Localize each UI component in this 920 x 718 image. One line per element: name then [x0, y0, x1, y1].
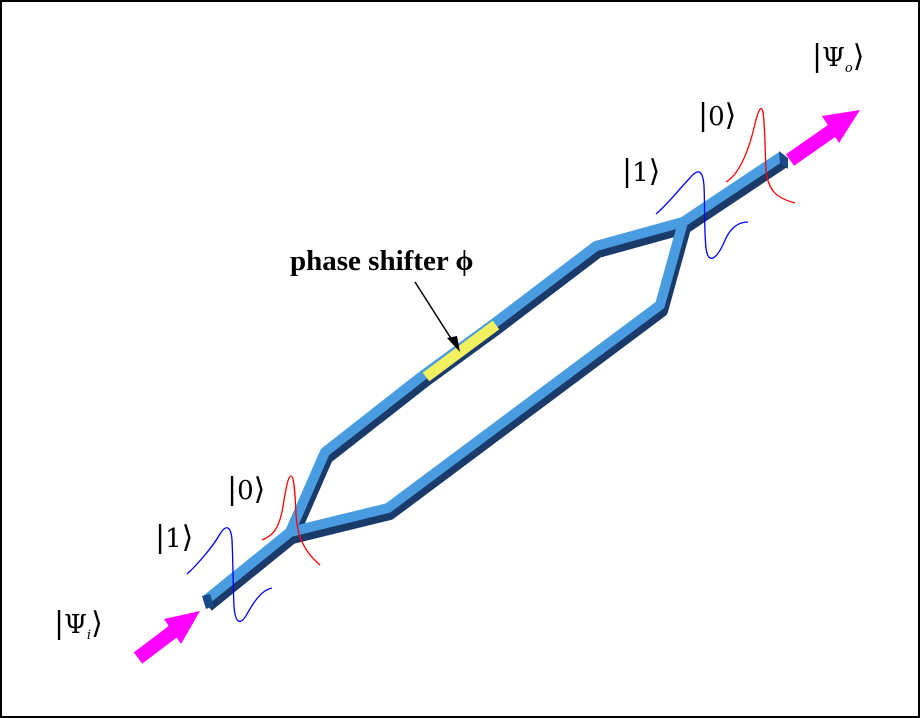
phase-shifter-pointer: [414, 281, 460, 352]
ket-one-output: |1⟩: [622, 157, 660, 187]
ket-bar: |: [698, 98, 709, 133]
phase-shifter-label: phase shifter ϕ: [290, 245, 474, 277]
ket-angle: ⟩: [724, 98, 737, 133]
ket-zero-output-value: 0: [708, 102, 725, 132]
output-wave-red: [725, 108, 796, 204]
ket-one-input: |1⟩: [155, 523, 193, 553]
input-wave-red: [261, 475, 321, 566]
input-wave-blue: [186, 527, 273, 623]
ket-zero-input-value: 0: [237, 476, 254, 506]
waveguide-input-end: [202, 594, 214, 609]
ket-bar: |: [54, 606, 65, 641]
input-arrow: [133, 611, 200, 664]
ket-bar: |: [227, 472, 238, 507]
psi-out-subscript: o: [844, 61, 853, 76]
ket-angle: ⟩: [852, 39, 865, 74]
ket-one-output-value: 1: [632, 158, 649, 188]
waveguide-output-end: [779, 151, 788, 169]
ket-angle: ⟩: [648, 154, 661, 189]
ket-bar: |: [622, 154, 633, 189]
psi-out-ket: |Ψo⟩: [812, 39, 865, 76]
ket-bar: |: [812, 39, 823, 74]
psi-in-subscript: i: [86, 628, 92, 643]
output-wave-blue: [655, 171, 749, 259]
psi-in-symbol: Ψ: [64, 610, 87, 640]
psi-out-symbol: Ψ: [822, 43, 845, 73]
output-arrow: [785, 110, 860, 166]
ket-angle: ⟩: [181, 520, 194, 555]
ket-bar: |: [155, 520, 166, 555]
phase-shifter-segment: [422, 320, 500, 382]
psi-in-ket: |Ψi⟩: [54, 606, 103, 643]
ket-angle: ⟩: [253, 472, 266, 507]
ket-angle: ⟩: [91, 606, 103, 641]
ket-one-input-value: 1: [165, 524, 182, 554]
waveguide-depth: [204, 157, 788, 611]
ket-zero-input: |0⟩: [227, 475, 265, 505]
ket-zero-output: |0⟩: [698, 101, 736, 131]
